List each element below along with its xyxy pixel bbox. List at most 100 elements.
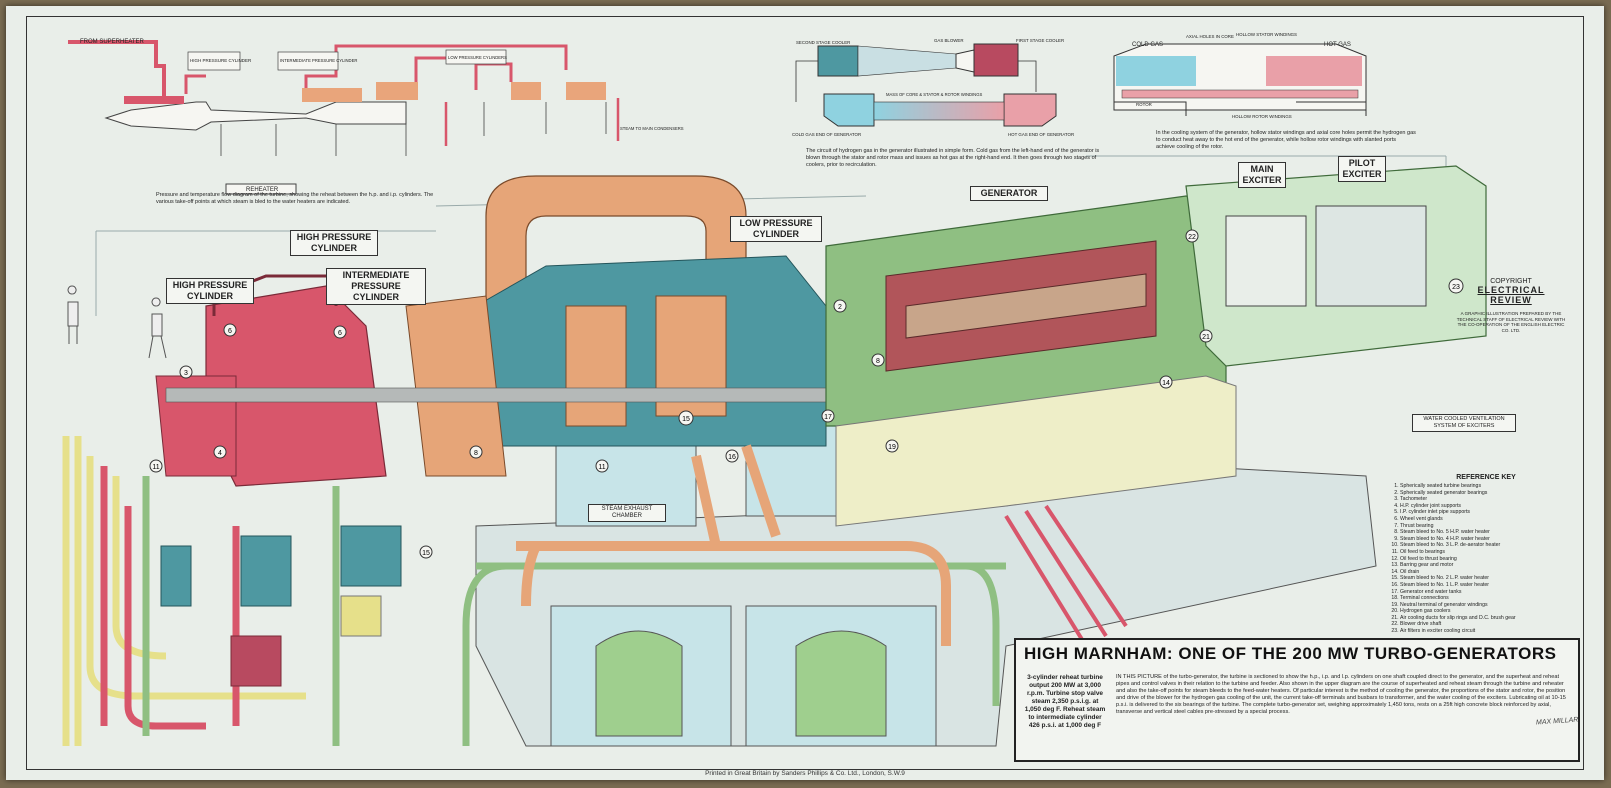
- busbar-red: [1004, 504, 1128, 648]
- reference-key-item: I.P. cylinder inlet pipe supports: [1400, 509, 1586, 516]
- copyright-line3: REVIEW: [1490, 295, 1532, 305]
- reheater-box: [225, 183, 297, 195]
- reference-key-item: Oil feed to bearings: [1400, 549, 1586, 556]
- reference-key-item: Hydrogen gas coolers: [1400, 608, 1586, 615]
- cold-gas-end: [823, 93, 875, 127]
- reference-key-item: Oil feed to thrust bearing: [1400, 556, 1586, 563]
- reference-key-item: Thrust bearing: [1400, 523, 1586, 530]
- rotor-small-label: ROTOR: [1136, 102, 1152, 107]
- main-exciter-label: MAIN EXCITER: [1238, 162, 1286, 188]
- hydrogen-circuit-diagram: SECOND STAGE COOLER GAS BLOWER FIRST STA…: [792, 38, 1074, 137]
- printer-line: Printed in Great Britain by Sanders Phil…: [705, 770, 905, 777]
- ip-blades: [302, 88, 362, 102]
- reference-key-item: Terminal connections: [1400, 595, 1586, 602]
- steam-pipes-red: [100, 466, 240, 730]
- svg-text:23: 23: [1452, 284, 1460, 291]
- description-text: IN THIS PICTURE of the turbo-generator, …: [1116, 674, 1566, 715]
- cooler-transition: [857, 45, 957, 77]
- svg-text:15: 15: [682, 416, 690, 423]
- svg-text:8: 8: [474, 450, 478, 457]
- poster: REHEATER FROM SUPERHEATER HIGH PRESSURE …: [6, 6, 1604, 780]
- pressure-diagram-caption: Pressure and temperature flow diagram of…: [156, 192, 434, 205]
- svg-text:4: 4: [218, 450, 222, 457]
- condenser-pipe: [444, 98, 620, 146]
- core-mass: [873, 101, 1005, 121]
- reference-key-item: Air cooling ducts for slip rings and D.C…: [1400, 615, 1586, 622]
- condenser-label: STEAM TO MAIN CONDENSERS: [620, 126, 684, 131]
- copyright-block: COPYRIGHT ELECTRICAL REVIEW A GRAPHIC IL…: [1456, 278, 1566, 333]
- svg-text:16: 16: [728, 454, 736, 461]
- svg-text:14: 14: [1162, 380, 1170, 387]
- first-stage-label: FIRST STAGE COOLER: [1016, 38, 1064, 43]
- reference-key: REFERENCE KEY Spherically seated turbine…: [1386, 474, 1586, 635]
- generator-core: [905, 273, 1147, 339]
- reference-key-item: Blower drive shaft: [1400, 621, 1586, 628]
- reference-key-item: Neutral terminal of generator windings: [1400, 602, 1586, 609]
- reference-key-item: H.P. cylinder joint supports: [1400, 503, 1586, 510]
- bleed-lines: [220, 102, 607, 156]
- gas-blower: [955, 49, 975, 73]
- valve-5: [340, 595, 382, 637]
- reference-key-item: Wheel vent glands: [1400, 516, 1586, 523]
- reference-key-item: Tachometer: [1400, 496, 1586, 503]
- hollow-rotor-label: HOLLOW ROTOR WINDINGS: [1232, 114, 1292, 119]
- reference-key-item: Barring gear and motor: [1400, 562, 1586, 569]
- green-pipes: [142, 476, 1006, 746]
- ip-cylinder-label: INTERMEDIATE PRESSURE CYLINDER: [326, 268, 426, 305]
- steam-exhaust-label: STEAM EXHAUST CHAMBER: [588, 504, 666, 522]
- hp-cylinder-label: HIGH PRESSURE CYLINDER: [166, 278, 254, 304]
- pilot-exciter-body: [1315, 205, 1427, 307]
- poster-frame: [26, 16, 1584, 770]
- hp-small-label: HIGH PRESSURE CYLINDER: [190, 58, 252, 63]
- generator-pedestal: [835, 375, 1237, 527]
- lp-cylinder: [475, 255, 827, 447]
- svg-text:3: 3: [184, 370, 188, 377]
- cold-gas-end-label: COLD GAS END OF GENERATOR: [792, 132, 861, 137]
- svg-text:8: 8: [876, 358, 880, 365]
- reheater-label: REHEATER: [246, 187, 279, 193]
- lp-blades-3: [566, 82, 606, 100]
- svg-text:11: 11: [152, 464, 159, 471]
- second-stage-label: SECOND STAGE COOLER: [796, 40, 850, 45]
- svg-text:21: 21: [1202, 334, 1210, 341]
- cooling-rotor: [1121, 89, 1359, 99]
- oil-pipes-yellow: [62, 436, 306, 746]
- valve-3: [230, 635, 282, 687]
- reference-markers: 6 6 3 4 11 8 15 16 2 8 17 19 22 23 21 14…: [149, 229, 1464, 559]
- bleed-pipes-orange: [516, 444, 951, 646]
- reference-key-item: Steam bleed to No. 5 H.P. water heater: [1400, 529, 1586, 536]
- valve-1: [160, 545, 192, 607]
- reference-key-item: Generator end water tanks: [1400, 589, 1586, 596]
- reference-key-item: Spherically seated generator bearings: [1400, 490, 1586, 497]
- lp-cylinder-label: LOW PRESSURE CYLINDER: [730, 216, 822, 242]
- lp-small-label: LOW PRESSURE CYLINDERS: [448, 55, 507, 60]
- hot-gas-label: HOT GAS: [1324, 42, 1351, 48]
- svg-text:22: 22: [1188, 234, 1196, 241]
- reference-key-item: Spherically seated turbine bearings: [1400, 483, 1586, 490]
- hp-blades: [124, 96, 184, 104]
- cold-gas-section: [1116, 56, 1196, 86]
- illustration: REHEATER FROM SUPERHEATER HIGH PRESSURE …: [62, 32, 1487, 747]
- svg-text:15: 15: [422, 550, 430, 557]
- svg-text:11: 11: [598, 464, 605, 471]
- gas-blower-label: GAS BLOWER: [934, 38, 964, 43]
- copyright-line2: ELECTRICAL: [1477, 285, 1545, 295]
- hollow-stator-label: HOLLOW STATOR WINDINGS: [1236, 32, 1297, 37]
- circuit-return: [795, 60, 1037, 102]
- svg-text:19: 19: [888, 444, 896, 451]
- valve-4: [340, 525, 402, 587]
- person-1: [67, 285, 79, 344]
- ip-small-label: INTERMEDIATE PRESSURE CYLINDER: [280, 58, 357, 63]
- hot-gas-section: [1266, 56, 1362, 86]
- reference-key-heading: REFERENCE KEY: [1456, 474, 1516, 481]
- generator-label: GENERATOR: [970, 186, 1048, 201]
- reference-key-item: Air filters in exciter cooling circuit: [1400, 628, 1586, 635]
- hp-turbine-shape: [104, 101, 407, 131]
- reference-key-item: Steam bleed to No. 2 L.P. water heater: [1400, 575, 1586, 582]
- svg-text:6: 6: [228, 328, 232, 335]
- hydrogen-circuit-caption: The circuit of hydrogen gas in the gener…: [806, 148, 1100, 168]
- cooling-base: [1114, 101, 1367, 116]
- second-stage-cooler: [817, 45, 859, 77]
- superheater-label: FROM SUPERHEATER: [80, 39, 145, 45]
- main-exciter-body: [1225, 215, 1307, 307]
